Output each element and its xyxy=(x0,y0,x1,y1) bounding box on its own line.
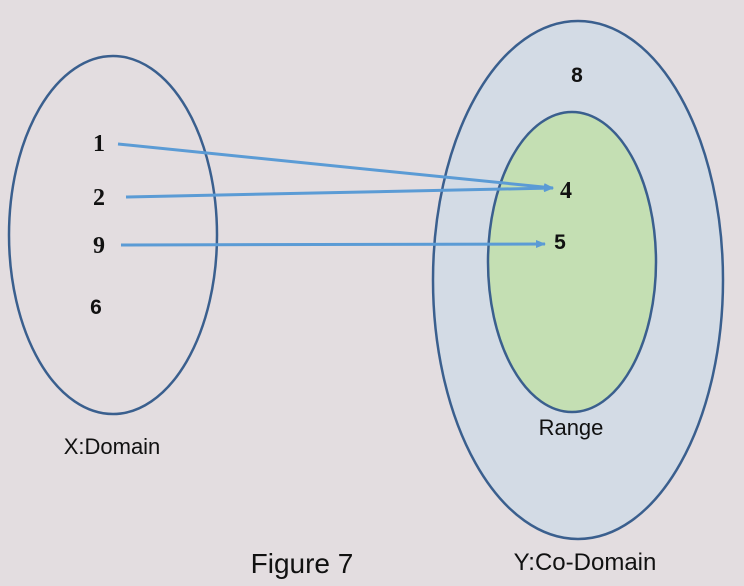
domain-element: 9 xyxy=(93,233,105,259)
domain-label: X:Domain xyxy=(64,434,161,459)
codomain-label: Y:Co-Domain xyxy=(514,549,657,576)
domain-ellipse xyxy=(7,54,219,416)
range-element: 5 xyxy=(554,231,566,254)
figure-caption: Figure 7 xyxy=(251,548,354,579)
codomain-element: 8 xyxy=(571,64,583,87)
range-ellipse xyxy=(486,110,658,414)
domain-element: 6 xyxy=(90,296,102,319)
range-label: Range xyxy=(539,415,604,440)
range-element: 4 xyxy=(560,178,572,204)
domain-element: 2 xyxy=(93,185,105,211)
mapping-arrow-9-to-5 xyxy=(120,240,546,249)
mapping-arrow-2-to-4 xyxy=(125,184,554,199)
domain-element: 1 xyxy=(93,131,105,157)
mapping-arrow-1-to-4 xyxy=(117,142,554,192)
